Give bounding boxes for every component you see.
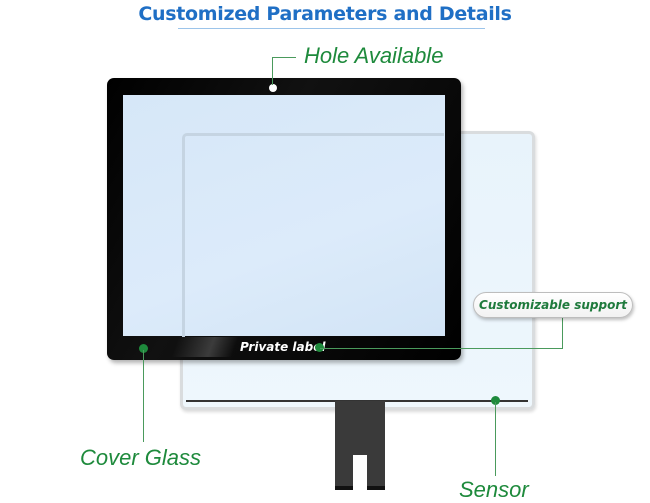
sensor-dot [491, 396, 500, 405]
fpc-contact-left [335, 486, 353, 490]
hole-available-label: Hole Available [304, 43, 444, 68]
cover-glass-label: Cover Glass [80, 445, 202, 470]
private-label-text: Private label [240, 340, 326, 354]
customizable-support-badge: Customizable support [473, 292, 633, 318]
private-label-dot [315, 343, 324, 352]
sensor-label: Sensor [459, 477, 529, 502]
title-underline [178, 28, 485, 29]
fpc-notch [353, 455, 367, 491]
camera-hole [269, 84, 277, 92]
support-leader-horizontal [320, 348, 563, 349]
page-title: Customized Parameters and Details [138, 3, 512, 25]
frame-sheen [171, 337, 239, 357]
sensor-outline-through-glass [182, 133, 444, 337]
cover-glass-leader [143, 350, 144, 442]
fpc-contact-right [367, 486, 385, 490]
cover-glass-dot [139, 344, 148, 353]
hole-leader-horizontal [272, 57, 296, 58]
hole-leader-vertical [272, 57, 273, 85]
sensor-leader [495, 402, 496, 476]
support-leader-vertical [562, 318, 563, 348]
